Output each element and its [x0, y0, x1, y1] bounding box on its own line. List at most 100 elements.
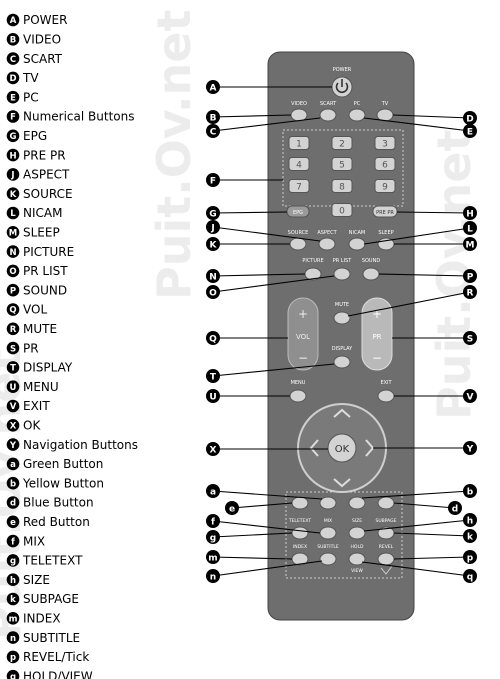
power-label: POWER — [333, 67, 352, 73]
tv-button[interactable] — [376, 108, 394, 122]
legend-badge — [6, 90, 20, 104]
blue-button[interactable] — [377, 496, 395, 510]
legend-badge-letter: N — [9, 248, 16, 258]
legend-badge-letter: b — [10, 479, 16, 489]
green-button[interactable] — [319, 496, 337, 510]
prlist-button[interactable] — [333, 267, 351, 281]
digit-button[interactable] — [374, 179, 396, 193]
mix-button[interactable] — [319, 526, 337, 540]
legend-label: OK — [23, 419, 41, 433]
source-keys: VIDEO SCART PC TV — [291, 101, 389, 107]
index-label: INDEX — [293, 544, 307, 550]
legend-badge-letter: T — [10, 364, 16, 374]
legend-label: PICTURE — [23, 245, 74, 259]
vol-rocker[interactable] — [287, 297, 319, 371]
callout-S: S — [392, 331, 477, 345]
legend-badge-letter: g — [10, 557, 16, 567]
callout-badge — [206, 220, 220, 234]
color-buttons — [291, 496, 395, 510]
digit-label: 0 — [339, 207, 345, 217]
size-button[interactable] — [348, 526, 366, 540]
sleep-label: SLEEP — [378, 230, 393, 236]
nav-down-icon[interactable] — [333, 478, 351, 488]
callout-badge-letter: Q — [209, 334, 217, 344]
callout-line — [212, 226, 321, 242]
callout-badge-letter: e — [229, 504, 235, 514]
digit-button[interactable] — [331, 136, 353, 150]
digit-button[interactable] — [331, 203, 353, 217]
teletext-frame — [285, 491, 403, 579]
subtitle-button[interactable] — [319, 552, 337, 566]
sound-button[interactable] — [362, 267, 380, 281]
callout-badge-letter: E — [467, 127, 473, 137]
legend-badge-letter: f — [11, 537, 15, 547]
callout-badge — [206, 285, 220, 299]
digit-button[interactable] — [288, 179, 310, 193]
legend-badge — [6, 148, 20, 162]
legend-label: SUBTITLE — [23, 631, 80, 645]
mute-button[interactable] — [333, 311, 351, 325]
legend-badge-letter: m — [9, 615, 18, 625]
display-button[interactable] — [333, 355, 351, 369]
digit-button[interactable] — [374, 136, 396, 150]
callout-badge-letter: Y — [466, 444, 474, 454]
callout-B: B — [206, 110, 292, 124]
digit-button[interactable] — [374, 157, 396, 171]
callout-Y: Y — [373, 441, 477, 455]
callout-badge-letter: k — [467, 532, 474, 542]
legend-label: PR — [23, 341, 39, 355]
legend-badge-letter: E — [10, 93, 16, 103]
legend-badge — [6, 264, 20, 278]
nav-up-icon[interactable] — [333, 408, 351, 418]
yellow-button[interactable] — [348, 496, 366, 510]
legend-badge-letter: P — [10, 286, 16, 296]
prepr-button[interactable] — [372, 205, 398, 218]
prepr-label: PRE PR — [376, 210, 394, 216]
menu-button[interactable] — [289, 389, 307, 403]
ok-button[interactable] — [327, 433, 357, 463]
red-button[interactable] — [291, 496, 309, 510]
revel-button[interactable] — [377, 552, 395, 566]
legend-badge — [6, 515, 20, 529]
scart-button[interactable] — [319, 108, 337, 122]
legend-label: Blue Button — [23, 496, 94, 510]
pr-label: PR — [372, 333, 381, 341]
callout-C: C — [206, 117, 321, 138]
legend-badge — [6, 476, 20, 490]
callout-badge — [463, 206, 477, 220]
digit-button[interactable] — [331, 179, 353, 193]
epg-button[interactable] — [286, 205, 310, 218]
callout-P: P — [378, 269, 477, 283]
video-button[interactable] — [290, 108, 308, 122]
legend-badge — [6, 13, 20, 27]
legend-label: MENU — [23, 380, 59, 394]
hold-button[interactable] — [348, 552, 366, 566]
digit-button[interactable] — [331, 157, 353, 171]
legend-label: SIZE — [23, 573, 50, 587]
legend-label: ASPECT — [23, 168, 70, 182]
callout-line — [212, 532, 293, 538]
callout-badge — [206, 269, 220, 283]
legend-badge — [6, 592, 20, 606]
digit-button[interactable] — [288, 157, 310, 171]
video-label: VIDEO — [291, 101, 307, 107]
teletext-button[interactable] — [291, 526, 309, 540]
aspect-button[interactable] — [318, 237, 336, 251]
source-button[interactable] — [289, 237, 307, 251]
nav-left-icon[interactable] — [309, 439, 319, 457]
exit-button[interactable] — [377, 389, 395, 403]
callout-badge — [463, 441, 477, 455]
callout-J: J — [206, 220, 321, 242]
pr-rocker[interactable] — [361, 297, 393, 371]
nicam-button[interactable] — [348, 237, 366, 251]
pc-button[interactable] — [348, 108, 366, 122]
menu-label: MENU — [291, 380, 306, 386]
callout-badge — [463, 111, 477, 125]
scart-label: SCART — [320, 101, 337, 107]
callout-F: F — [206, 173, 283, 187]
digit-button[interactable] — [288, 136, 310, 150]
callout-L: L — [363, 221, 477, 245]
